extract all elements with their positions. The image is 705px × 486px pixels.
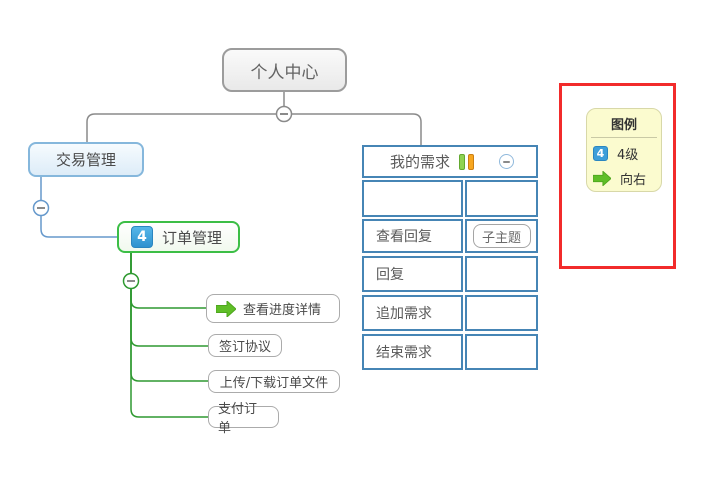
node-trade-management[interactable]: 交易管理	[28, 142, 144, 177]
table-title: 我的需求	[390, 153, 451, 171]
node-sign-agreement-label: 签订协议	[218, 340, 271, 355]
level-4-badge-icon: 4	[131, 226, 153, 248]
legend-item-arrow-right: 向右	[587, 163, 661, 188]
legend-item-label: 向右	[620, 173, 647, 188]
table-cell[interactable]	[362, 180, 463, 217]
collapse-toggle-order[interactable]	[122, 272, 140, 290]
order-branch-line-1	[130, 253, 206, 309]
node-pay-order-label: 支付订单	[218, 402, 258, 436]
node-pay-order[interactable]: 支付订单	[208, 402, 279, 436]
table-cell-add-demand[interactable]: 追加需求	[362, 295, 463, 331]
table-cell-end-demand[interactable]: 结束需求	[362, 334, 463, 370]
order-branch-line-4	[130, 253, 208, 418]
collapse-toggle-trade[interactable]	[32, 199, 50, 217]
node-upload-download-files[interactable]: 上传/下载订单文件	[208, 370, 340, 393]
table-cell[interactable]	[465, 334, 538, 370]
table-cell-view-reply[interactable]: 查看回复	[362, 219, 463, 253]
red-highlight-rectangle	[559, 83, 676, 269]
node-upload-download-label: 上传/下载订单文件	[219, 376, 329, 391]
collapse-toggle-table[interactable]	[499, 154, 514, 169]
level-4-badge-icon: 4	[593, 146, 608, 161]
trade-branch-line	[40, 177, 117, 238]
node-order-management[interactable]: 4 订单管理	[117, 221, 240, 253]
arrow-right-icon	[593, 171, 611, 186]
node-view-progress-label: 查看进度详情	[243, 303, 322, 318]
node-trade-label: 交易管理	[55, 151, 116, 169]
legend-panel: 图例 4 4级 向右	[586, 108, 662, 192]
table-cell[interactable]	[465, 180, 538, 217]
node-view-progress[interactable]: 查看进度详情	[206, 294, 340, 323]
arrow-right-icon	[216, 300, 236, 317]
legend-item-label: 4级	[617, 148, 639, 163]
task-marker-bars-icon	[459, 153, 475, 170]
collapse-toggle-root[interactable]	[275, 105, 293, 123]
node-root-label: 个人中心	[250, 62, 319, 83]
node-order-label: 订单管理	[162, 228, 223, 247]
order-branch-line-3	[130, 253, 208, 382]
legend-title: 图例	[591, 109, 657, 138]
root-branch-line	[86, 113, 422, 145]
orange-bar-icon	[468, 153, 475, 170]
node-root[interactable]: 个人中心	[222, 48, 347, 92]
table-header-my-demands[interactable]: 我的需求	[362, 145, 538, 178]
node-subtopic[interactable]: 子主题	[472, 224, 531, 248]
green-bar-icon	[459, 153, 466, 170]
legend-item-level4: 4 4级	[587, 138, 661, 163]
node-sign-agreement[interactable]: 签订协议	[208, 334, 282, 357]
table-cell[interactable]: 子主题	[465, 219, 538, 253]
order-branch-line-2	[130, 253, 208, 347]
table-cell[interactable]	[465, 256, 538, 292]
table-cell[interactable]	[465, 295, 538, 331]
table-cell-reply[interactable]: 回复	[362, 256, 463, 292]
